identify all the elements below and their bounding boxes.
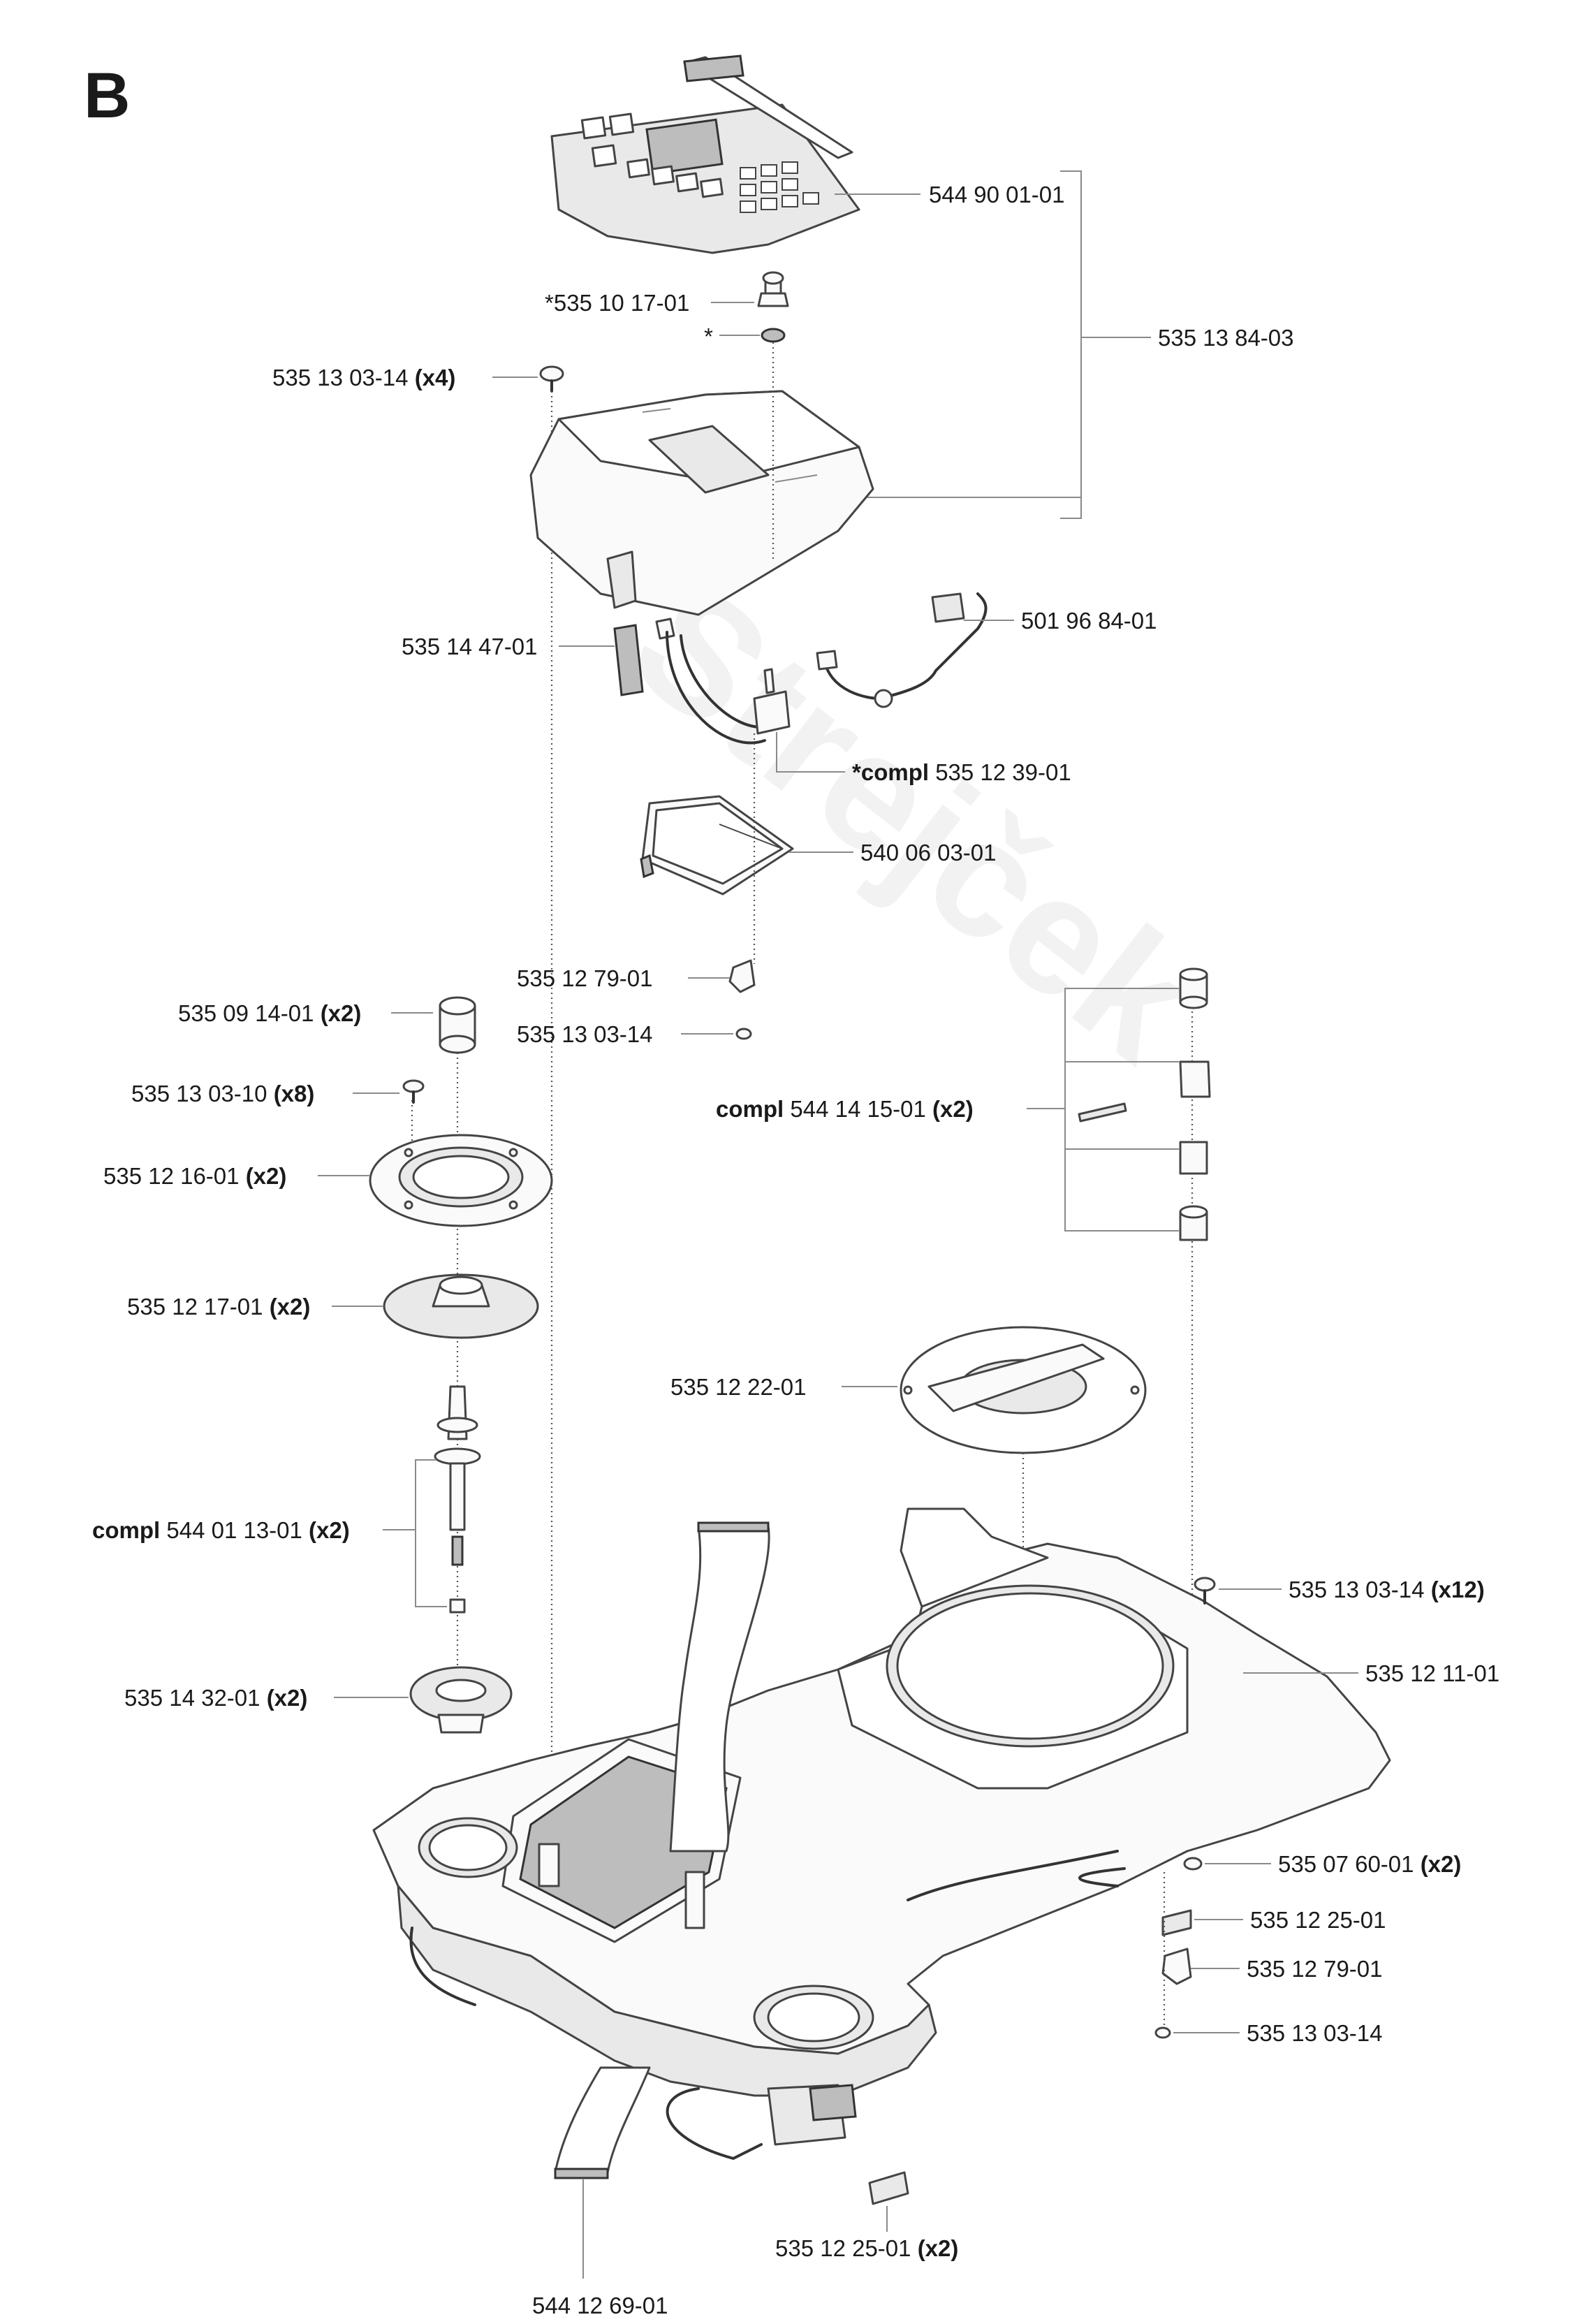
screw-tiny-part [402,1079,425,1104]
harness-part [816,592,988,708]
callout-c13: 535 13 03-10 (x8) [131,1081,314,1106]
knob-part [757,271,789,343]
callout-c04: 535 13 84-03 [1158,325,1294,351]
callout-c17: 535 12 22-01 [670,1374,807,1400]
callout-c18: compl 544 01 13-01 (x2) [92,1517,350,1543]
callout-c10: 535 12 79-01 [517,965,653,991]
tape-part [1161,1909,1192,1936]
callout-c25: 535 13 03-14 [1247,2020,1383,2046]
callout-c26: 535 12 25-01 (x2) [775,2235,958,2261]
callout-c27: 544 12 69-01 [532,2293,668,2318]
section-letter: B [84,60,130,131]
shaft-assembly-part [434,1385,481,1614]
bushing-part [409,1666,513,1734]
callout-c16: 535 12 17-01 (x2) [127,1294,310,1320]
circuit-board-part [640,795,794,896]
callout-c09: 540 06 03-01 [860,840,997,865]
screw-small-part [735,1028,752,1040]
callout-c01: 544 90 01-01 [929,182,1065,207]
callout-c11: 535 13 03-14 [517,1021,653,1047]
callout-c07: 535 14 47-01 [402,634,538,659]
cutting-lid-part [900,1326,1147,1454]
callout-c02: *535 10 17-01 [545,290,689,316]
callout-c22: 535 07 60-01 (x2) [1278,1851,1461,1877]
chassis-part [372,1507,1391,2146]
sensor-assembly-part [1078,967,1211,1241]
callout-c19: 535 13 03-14 (x12) [1289,1577,1485,1602]
callout-c05: 535 13 03-14 (x4) [272,365,455,390]
callout-c20: 535 12 11-01 [1365,1660,1499,1686]
switch-part [666,631,791,745]
keypad-overlay-part [550,54,860,254]
screw-part [539,365,564,393]
callout-c24: 535 12 79-01 [1247,1956,1383,1982]
callout-c23: 535 12 25-01 [1250,1907,1386,1933]
spacer-part [1183,1857,1203,1871]
control-cover-part [529,390,874,616]
callout-c08: *compl 535 12 39-01 [852,759,1071,785]
cone-part [383,1273,539,1339]
clip-small-part [728,959,756,993]
callout-c12: 535 09 14-01 (x2) [178,1000,361,1026]
clip-right-part [1161,1947,1192,1985]
callout-c21: 535 14 32-01 (x2) [124,1685,307,1711]
screw-bottom-part [1154,2026,1171,2039]
clip-part [606,550,675,696]
tape-bottom-part [868,2171,909,2205]
callout-c03: * [704,323,713,349]
callout-c14: compl 544 14 15-01 (x2) [716,1096,974,1122]
ribbon-cable-part [554,1521,770,2179]
callout-c06: 501 96 84-01 [1021,608,1157,634]
screw-right-part [1194,1577,1216,1605]
sleeve-part [439,996,476,1054]
flange-part [369,1134,553,1227]
callout-c15: 535 12 16-01 (x2) [103,1163,286,1189]
